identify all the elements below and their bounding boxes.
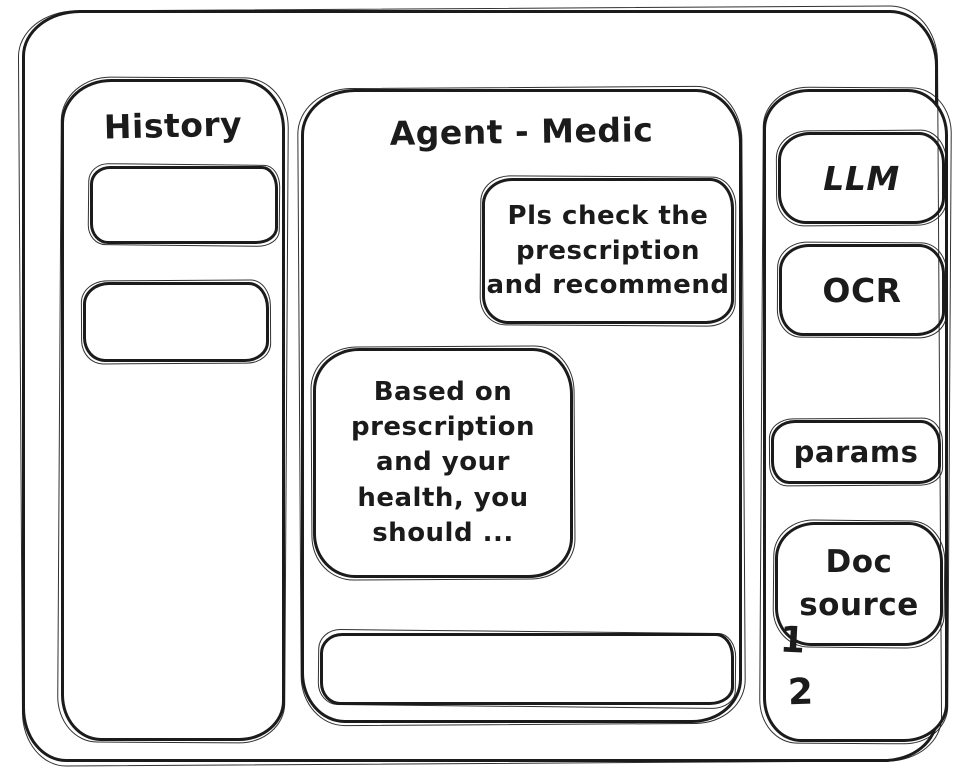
chat-panel-title: Agent - Medic bbox=[389, 110, 654, 153]
tool-item-doc-source[interactable]: Doc source bbox=[775, 522, 943, 646]
tool-item-llm[interactable]: LLM bbox=[778, 132, 945, 224]
history-panel-title: History bbox=[103, 104, 243, 147]
user-message-bubble: Pls check the prescription and recommend bbox=[482, 178, 734, 324]
tool-item-params[interactable]: params bbox=[771, 420, 941, 484]
tools-panel: LLM OCR params Doc source 1 2 bbox=[763, 89, 948, 742]
history-item[interactable] bbox=[83, 282, 269, 362]
tool-item-ocr[interactable]: OCR bbox=[779, 244, 945, 336]
message-input[interactable] bbox=[323, 636, 731, 702]
chat-panel: Agent - Medic Pls check the prescription… bbox=[301, 89, 742, 723]
agent-message-bubble: Based on prescription and your health, y… bbox=[313, 348, 573, 578]
message-input-bar bbox=[320, 633, 734, 705]
history-panel: History bbox=[61, 79, 285, 741]
doc-source-number-2: 2 bbox=[787, 671, 814, 714]
app-frame: History Agent - Medic Pls check the pres… bbox=[22, 10, 948, 762]
history-item[interactable] bbox=[90, 166, 278, 244]
doc-source-number-1: 1 bbox=[778, 619, 807, 662]
